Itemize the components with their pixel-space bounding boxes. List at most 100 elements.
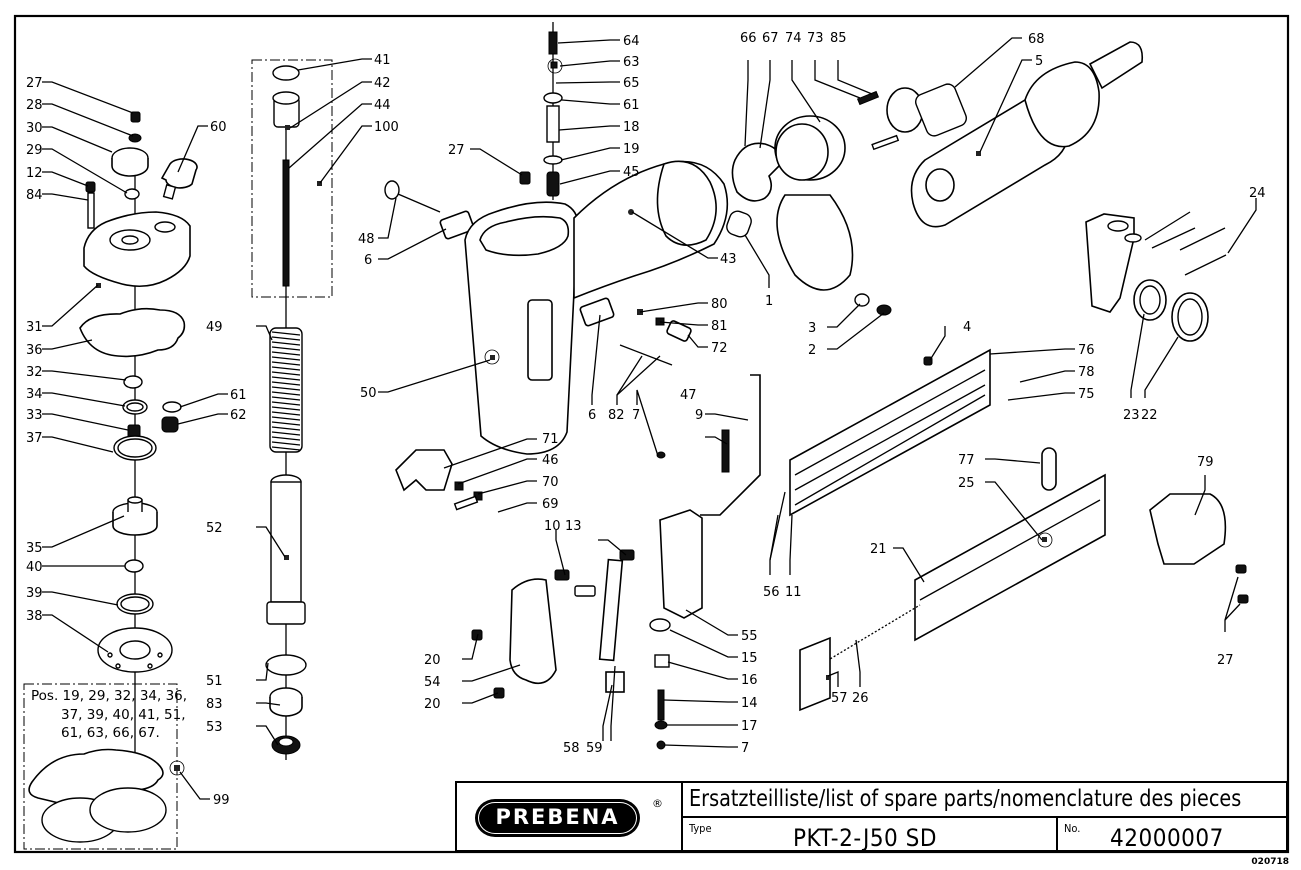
callout-49: 49 xyxy=(206,320,223,335)
callout-70: 70 xyxy=(542,475,559,490)
callout-83: 83 xyxy=(206,697,223,712)
heading-cell: Ersatzteilliste/list of spare parts/nome… xyxy=(683,783,1286,818)
callout-53: 53 xyxy=(206,720,223,735)
piston-assembly xyxy=(251,59,333,760)
valve-block-assembly xyxy=(1085,211,1227,342)
callout-13: 13 xyxy=(565,519,582,534)
callout-7: 7 xyxy=(741,741,749,756)
callout-3: 3 xyxy=(808,321,816,336)
parts-list-heading: Ersatzteilliste/list of spare parts/nome… xyxy=(689,786,1242,812)
callout-35: 35 xyxy=(26,541,43,556)
callout-84: 84 xyxy=(26,188,43,203)
callout-82: 82 xyxy=(608,408,625,423)
number-cell: No. 42000007 xyxy=(1058,818,1286,852)
callout-25: 25 xyxy=(958,476,975,491)
callout-80: 80 xyxy=(711,297,728,312)
callout-60: 60 xyxy=(210,120,227,135)
callout-56: 56 xyxy=(763,585,780,600)
drawing-frame xyxy=(13,14,1290,854)
callout-61: 61 xyxy=(230,388,247,403)
cap-assembly xyxy=(79,111,198,760)
callout-6: 6 xyxy=(364,253,372,268)
housing-assembly xyxy=(384,22,761,750)
number-value: 42000007 xyxy=(1110,824,1224,852)
callout-6: 6 xyxy=(588,408,596,423)
callout-17: 17 xyxy=(741,719,758,734)
callout-57: 57 xyxy=(831,691,848,706)
callout-59: 59 xyxy=(586,741,603,756)
callout-47: 47 xyxy=(680,388,697,403)
callout-27: 27 xyxy=(1217,653,1234,668)
callout-14: 14 xyxy=(741,696,758,711)
callout-73: 73 xyxy=(807,31,824,46)
callout-5: 5 xyxy=(1035,54,1043,69)
callout-29: 29 xyxy=(26,143,43,158)
callout-44: 44 xyxy=(374,98,391,113)
brand-name: PREBENA xyxy=(495,805,620,829)
callout-12: 12 xyxy=(26,166,43,181)
callout-1: 1 xyxy=(765,294,773,309)
callout-4: 4 xyxy=(963,320,971,335)
callout-81: 81 xyxy=(711,319,728,334)
registered-mark: ® xyxy=(652,797,663,810)
callout-21: 21 xyxy=(870,542,887,557)
magazine-assembly xyxy=(789,348,1249,712)
callout-77: 77 xyxy=(958,453,975,468)
main-spring xyxy=(269,327,303,453)
callout-32: 32 xyxy=(26,365,43,380)
title-block: PREBENA ® Ersatzteilliste/list of spare … xyxy=(455,781,1288,852)
brand-logo: PREBENA xyxy=(475,799,640,837)
callout-75: 75 xyxy=(1078,387,1095,402)
callout-33: 33 xyxy=(26,408,43,423)
type-label: Type xyxy=(689,822,712,835)
service-kit-box xyxy=(23,683,185,850)
kit-note-line: Pos. 19, 29, 32, 34, 36, xyxy=(31,688,188,704)
callout-100: 100 xyxy=(374,120,399,135)
callout-45: 45 xyxy=(623,165,640,180)
callout-37: 37 xyxy=(26,431,43,446)
callout-10: 10 xyxy=(544,519,561,534)
callout-51: 51 xyxy=(206,674,223,689)
callout-labels: 27 28 30 29 12 84 60 31 36 32 34 33 37 3… xyxy=(26,31,1266,808)
type-value: PKT-2-J50 SD xyxy=(793,824,937,852)
callout-11: 11 xyxy=(785,585,802,600)
callout-26: 26 xyxy=(852,691,869,706)
logo-border xyxy=(478,802,637,834)
callout-67: 67 xyxy=(762,31,779,46)
kit-note-line: 37, 39, 40, 41, 51, xyxy=(61,706,186,723)
handle-end-assembly xyxy=(726,41,1144,316)
callout-19: 19 xyxy=(623,142,640,157)
callout-63: 63 xyxy=(623,55,640,70)
callout-28: 28 xyxy=(26,98,43,113)
callout-61: 61 xyxy=(623,98,640,113)
callout-62: 62 xyxy=(230,408,247,423)
callout-79: 79 xyxy=(1197,455,1214,470)
callout-31: 31 xyxy=(26,320,43,335)
callout-66: 66 xyxy=(740,31,757,46)
number-label: No. xyxy=(1064,822,1081,835)
callout-52: 52 xyxy=(206,521,223,536)
callout-48: 48 xyxy=(358,232,375,247)
callout-39: 39 xyxy=(26,586,43,601)
callout-46: 46 xyxy=(542,453,559,468)
callout-50: 50 xyxy=(360,386,377,401)
callout-34: 34 xyxy=(26,387,43,402)
callout-85: 85 xyxy=(830,31,847,46)
kit-note-line: 61, 63, 66, 67. xyxy=(61,725,160,741)
callout-27: 27 xyxy=(448,143,465,158)
callout-22: 22 xyxy=(1141,408,1158,423)
callout-40: 40 xyxy=(26,560,43,575)
callout-69: 69 xyxy=(542,497,559,512)
callout-68: 68 xyxy=(1028,32,1045,47)
callout-78: 78 xyxy=(1078,365,1095,380)
logo-cell: PREBENA ® xyxy=(457,783,683,850)
callout-leaders xyxy=(42,37,1257,800)
callout-30: 30 xyxy=(26,121,43,136)
service-kit-note: Pos. 19, 29, 32, 34, 36, 37, 39, 40, 41,… xyxy=(31,687,187,743)
document-code: 020718 xyxy=(1251,857,1289,867)
callout-2: 2 xyxy=(808,343,816,358)
callout-99: 99 xyxy=(213,793,230,808)
callout-24: 24 xyxy=(1249,186,1266,201)
callout-36: 36 xyxy=(26,343,43,358)
